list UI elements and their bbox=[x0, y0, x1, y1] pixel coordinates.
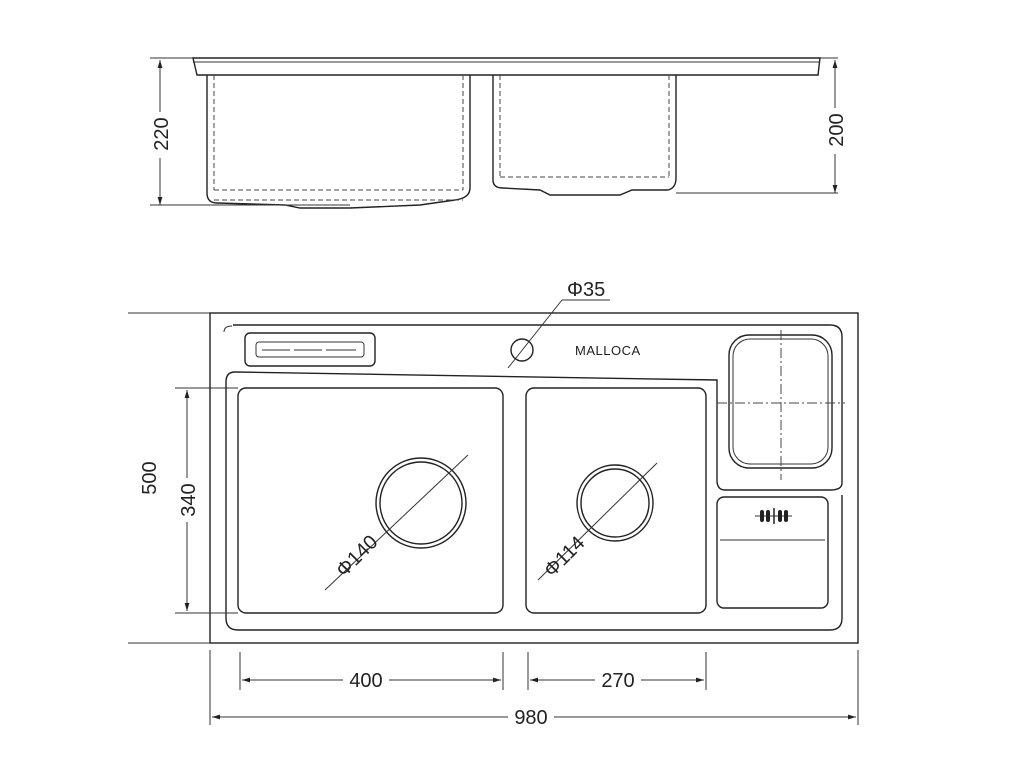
side-view: 220 200 bbox=[150, 57, 848, 209]
overall-depth-label: 500 bbox=[139, 461, 161, 494]
plan-view: Φ35 MALLOCA Φ140 Φ114 bbox=[128, 279, 859, 729]
tap-hole bbox=[510, 338, 534, 362]
left-bowl-width-label: 400 bbox=[349, 670, 382, 692]
right-bowl-width-label: 270 bbox=[601, 670, 634, 692]
drain-grid-icon bbox=[755, 508, 792, 524]
brand-label: MALLOCA bbox=[575, 343, 641, 358]
overall-width-label: 980 bbox=[514, 707, 547, 729]
right-depth-label: 200 bbox=[826, 113, 848, 146]
right-drain bbox=[576, 464, 654, 542]
accessory-tray bbox=[716, 496, 829, 609]
left-depth-label: 220 bbox=[151, 117, 173, 150]
right-drain-label: Φ114 bbox=[540, 532, 589, 581]
tap-hole-label: Φ35 bbox=[567, 279, 605, 301]
soap-dispenser-slot bbox=[244, 332, 376, 367]
bowl-depth-label: 340 bbox=[178, 483, 200, 516]
left-drain-label: Φ140 bbox=[332, 531, 382, 581]
left-drain bbox=[375, 457, 467, 549]
